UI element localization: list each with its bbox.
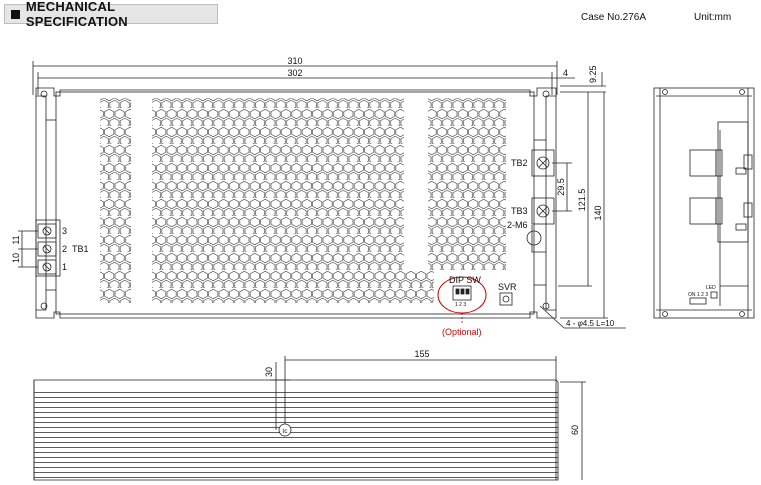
header-bullet-icon	[11, 9, 20, 19]
tb1-pin2-label: 2	[62, 244, 67, 254]
side-on-label: ON	[688, 292, 696, 298]
front-view-labels: 155 30 60 tc	[264, 349, 580, 435]
unit-label: Unit:mm	[694, 12, 732, 23]
tb1-label: TB1	[72, 244, 89, 254]
side-view-labels: ON 1 2 3 LED	[688, 285, 716, 298]
dim-60: 60	[570, 425, 580, 435]
dim-tb-gap: 29.5	[556, 178, 566, 196]
case-number: Case No.276A	[581, 12, 647, 23]
optional-label: (Optional)	[442, 327, 482, 337]
dim-pitch-lower: 10	[11, 253, 21, 263]
side-led-label: LED	[706, 285, 716, 291]
mounting-hole-spec: 4 - φ4.5 L=10	[566, 319, 615, 328]
tc-label: tc	[283, 429, 288, 435]
dim-pitch-upper: 11	[11, 235, 21, 244]
tb3-label: TB3	[511, 206, 528, 216]
tb2-label: TB2	[511, 158, 528, 168]
top-view	[18, 61, 626, 329]
section-header: MECHANICAL SPECIFICATION	[4, 0, 218, 29]
dim-inner-height: 121.5	[577, 189, 587, 212]
dip-switch-label: DIP SW	[449, 275, 481, 285]
side-dip-label: 1 2 3	[697, 292, 708, 298]
dim-overall-width: 310	[287, 56, 302, 66]
dim-top-offset: 9.25	[588, 65, 598, 83]
dim-edge: 4	[563, 68, 568, 78]
tb1-pin1-label: 1	[62, 262, 67, 272]
front-view	[33, 356, 586, 481]
tb1-pin3-label: 3	[62, 226, 67, 236]
screw-label: 2-M6	[507, 220, 528, 230]
dip-pin-label: 1 2 3	[455, 302, 466, 308]
dim-inner-width: 302	[287, 68, 302, 78]
svr-label: SVR	[498, 282, 517, 292]
mount-rest: 4.5 L=10	[583, 319, 615, 328]
dim-30: 30	[264, 367, 274, 377]
dim-155: 155	[414, 349, 429, 359]
dim-height: 140	[593, 205, 603, 220]
top-view-labels: 310 302 4 9.25 140 121.5 29.5 11 10 TB2 …	[11, 56, 615, 337]
side-view	[653, 87, 755, 319]
section-title: MECHANICAL SPECIFICATION	[25, 0, 128, 29]
mount-phi: φ	[578, 319, 583, 328]
mount-prefix: 4 -	[566, 319, 578, 328]
